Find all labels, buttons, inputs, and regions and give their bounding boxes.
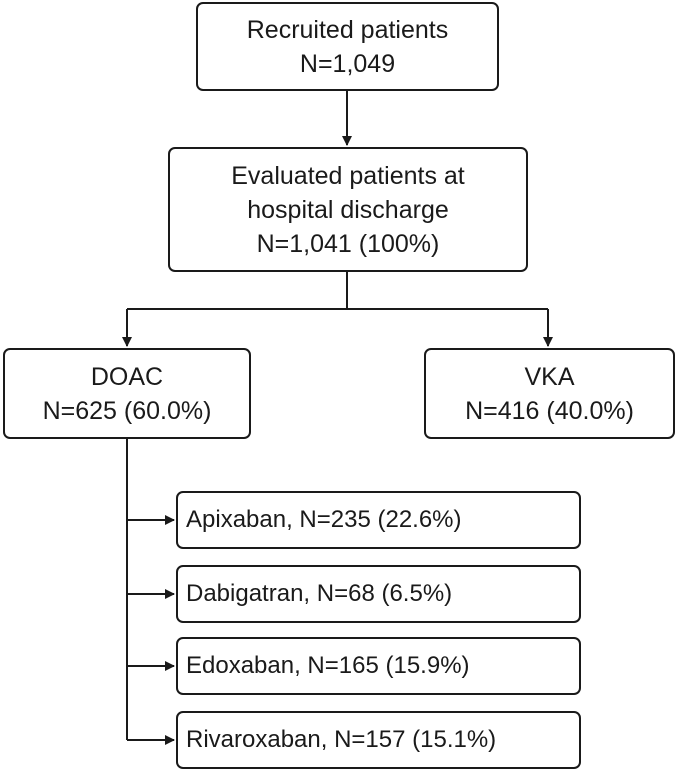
vka-title: VKA — [524, 362, 575, 391]
recruited-count: N=1,049 — [299, 49, 396, 78]
evaluated-title-line1: Evaluated patients at — [231, 161, 465, 190]
evaluated-count: N=1,041 (100%) — [256, 229, 440, 258]
rivaroxaban-label: Rivaroxaban, N=157 (15.1%) — [186, 726, 497, 753]
apixaban-label: Apixaban, N=235 (22.6%) — [186, 506, 462, 533]
dabigatran-label: Dabigatran, N=68 (6.5%) — [186, 580, 453, 607]
apixaban-box: Apixaban, N=235 (22.6%) — [176, 491, 581, 549]
dabigatran-box: Dabigatran, N=68 (6.5%) — [176, 565, 581, 623]
edoxaban-label: Edoxaban, N=165 (15.9%) — [186, 652, 470, 679]
evaluated-title-line2: hospital discharge — [247, 195, 449, 224]
doac-title: DOAC — [90, 362, 164, 391]
recruited-patients-box: Recruited patients N=1,049 — [196, 2, 499, 91]
recruited-title: Recruited patients — [246, 15, 449, 44]
edoxaban-box: Edoxaban, N=165 (15.9%) — [176, 637, 581, 695]
doac-box: DOAC N=625 (60.0%) — [3, 348, 251, 439]
doac-count: N=625 (60.0%) — [42, 396, 212, 425]
evaluated-patients-box: Evaluated patients at hospital discharge… — [168, 147, 528, 272]
vka-box: VKA N=416 (40.0%) — [424, 348, 675, 439]
rivaroxaban-box: Rivaroxaban, N=157 (15.1%) — [176, 711, 581, 769]
vka-count: N=416 (40.0%) — [465, 396, 634, 425]
